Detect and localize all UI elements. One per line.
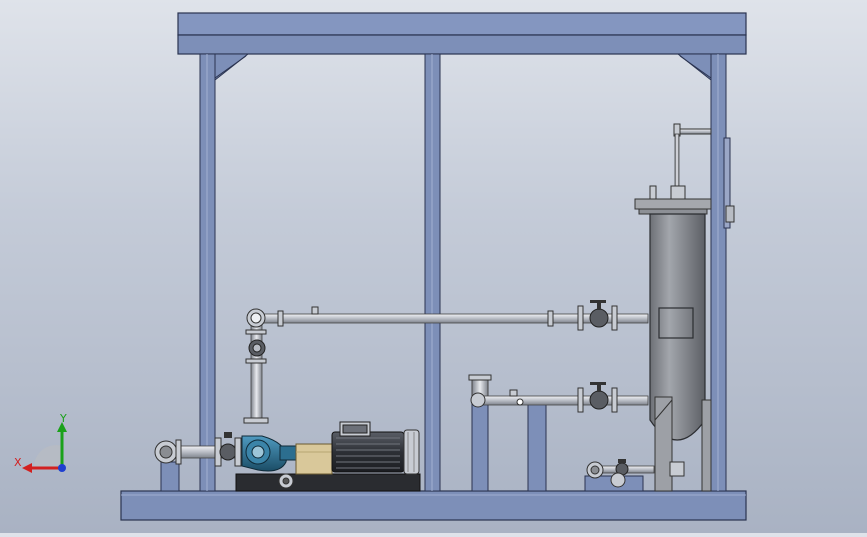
drain-line bbox=[586, 459, 655, 488]
axis-x-label: X bbox=[14, 456, 22, 469]
roof-canopy bbox=[177, 12, 747, 55]
axis-y-label: Y bbox=[60, 412, 67, 425]
discharge-riser bbox=[243, 308, 269, 424]
upper-header-pipe bbox=[257, 300, 649, 331]
filter-vessel bbox=[634, 185, 712, 492]
suction-inlet bbox=[154, 432, 242, 467]
view-orientation-triad[interactable]: X Y bbox=[12, 412, 80, 480]
lower-branch-pipe bbox=[468, 374, 649, 413]
base-skid bbox=[120, 401, 747, 521]
pump-motor-assembly bbox=[235, 421, 421, 492]
frame-columns bbox=[199, 53, 727, 492]
